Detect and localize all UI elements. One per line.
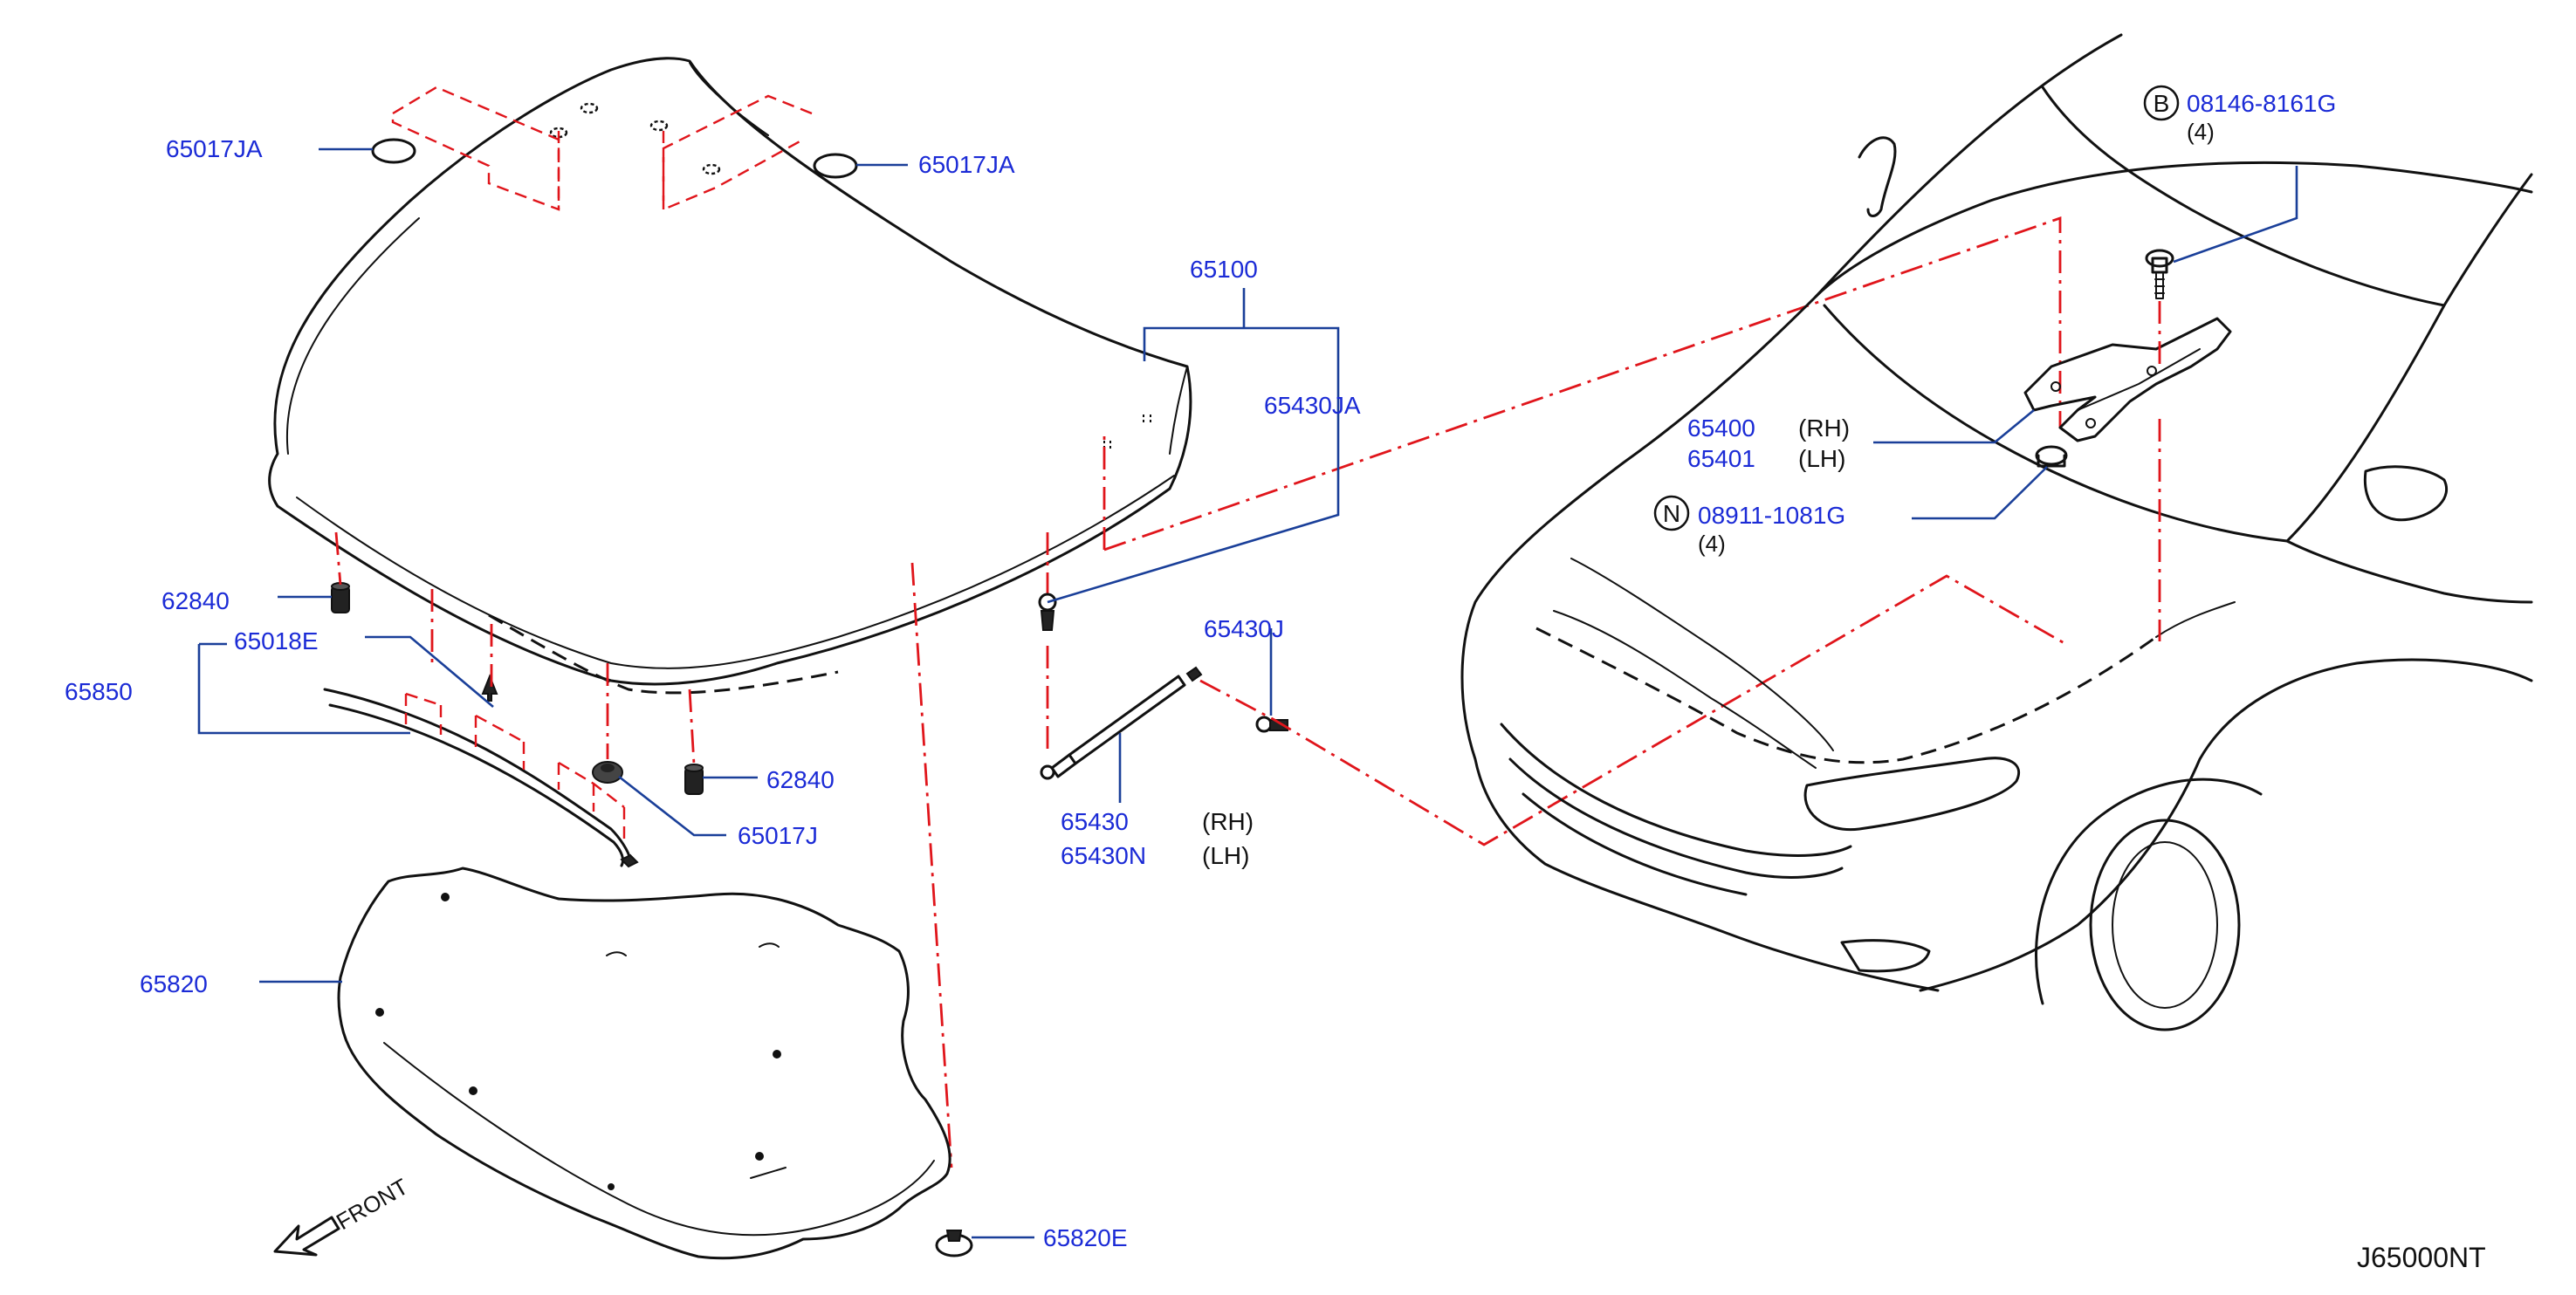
diagram-code: J65000NT <box>2357 1242 2486 1273</box>
label-65400: 65400 <box>1687 415 1755 442</box>
leader-lines <box>197 147 2298 1239</box>
hinge-bolt <box>2145 249 2174 299</box>
nut-circle-letter: N <box>1663 500 1680 527</box>
label-65100: 65100 <box>1190 256 1258 283</box>
label-65430: 65430 <box>1061 808 1129 835</box>
hood-centerlines <box>334 216 2062 1168</box>
nut-part-number: 08911-1081G <box>1698 502 1845 529</box>
stay-centerline <box>1199 574 2070 846</box>
label-65430N-side: (LH) <box>1202 842 1249 869</box>
nut-circle-badge <box>1653 495 1690 531</box>
label-65430JA: 65430JA <box>1264 392 1361 419</box>
bump-stop-guides <box>391 86 813 211</box>
label-62840-upper: 62840 <box>161 587 230 614</box>
hood-mount-marks <box>549 102 1151 449</box>
hood-bumper-upper <box>331 582 350 613</box>
engine-under-cover <box>337 867 951 1260</box>
under-cover-clip <box>935 1230 973 1257</box>
bolt-callout: B 08146-8161G (4) <box>2143 85 2336 145</box>
hinge-nut <box>2035 445 2068 468</box>
label-65430J: 65430J <box>1204 615 1284 642</box>
label-65018E: 65018E <box>234 627 319 654</box>
label-65017JA-left: 65017JA <box>166 135 263 162</box>
label-65820: 65820 <box>140 970 208 997</box>
hood-seal <box>323 688 639 868</box>
hood-panel <box>268 57 1192 686</box>
label-65850: 65850 <box>65 678 133 705</box>
bolt-qty: (4) <box>2187 119 2215 145</box>
label-62840-lower: 62840 <box>766 766 835 793</box>
label-65017J: 65017J <box>738 822 818 849</box>
label-65820E: 65820E <box>1043 1224 1128 1251</box>
label-65400-side: (RH) <box>1798 415 1850 442</box>
hood-rubber-65017J <box>592 761 623 784</box>
label-65401: 65401 <box>1687 445 1755 472</box>
nut-callout: N 08911-1081G (4) <box>1653 495 1845 557</box>
bolt-circle-badge <box>2143 85 2180 121</box>
label-65430N: 65430N <box>1061 842 1146 869</box>
bolt-part-number: 08146-8161G <box>2187 90 2336 117</box>
hood-gas-stay <box>1040 666 1203 780</box>
stay-ball-stud-upper <box>1038 593 1057 631</box>
bump-rubber-left <box>371 138 416 164</box>
hood-bumper-lower <box>684 764 704 795</box>
stay-ball-stud-lower <box>1255 716 1288 733</box>
bump-rubber-right <box>813 153 858 179</box>
front-label: FRONT <box>332 1173 413 1235</box>
vehicle-front <box>1460 33 2533 1031</box>
front-direction-arrow: FRONT <box>273 1173 413 1257</box>
label-65401-side: (LH) <box>1798 445 1845 472</box>
seal-clip-guides <box>404 692 626 839</box>
label-65017JA-right: 65017JA <box>918 151 1015 178</box>
seal-clip <box>481 674 498 702</box>
hood-hidden-edge <box>488 613 839 695</box>
nut-qty: (4) <box>1698 531 1726 557</box>
label-65430-side: (RH) <box>1202 808 1254 835</box>
hood-hinge <box>2023 317 2232 442</box>
bolt-circle-letter: B <box>2154 90 2170 117</box>
